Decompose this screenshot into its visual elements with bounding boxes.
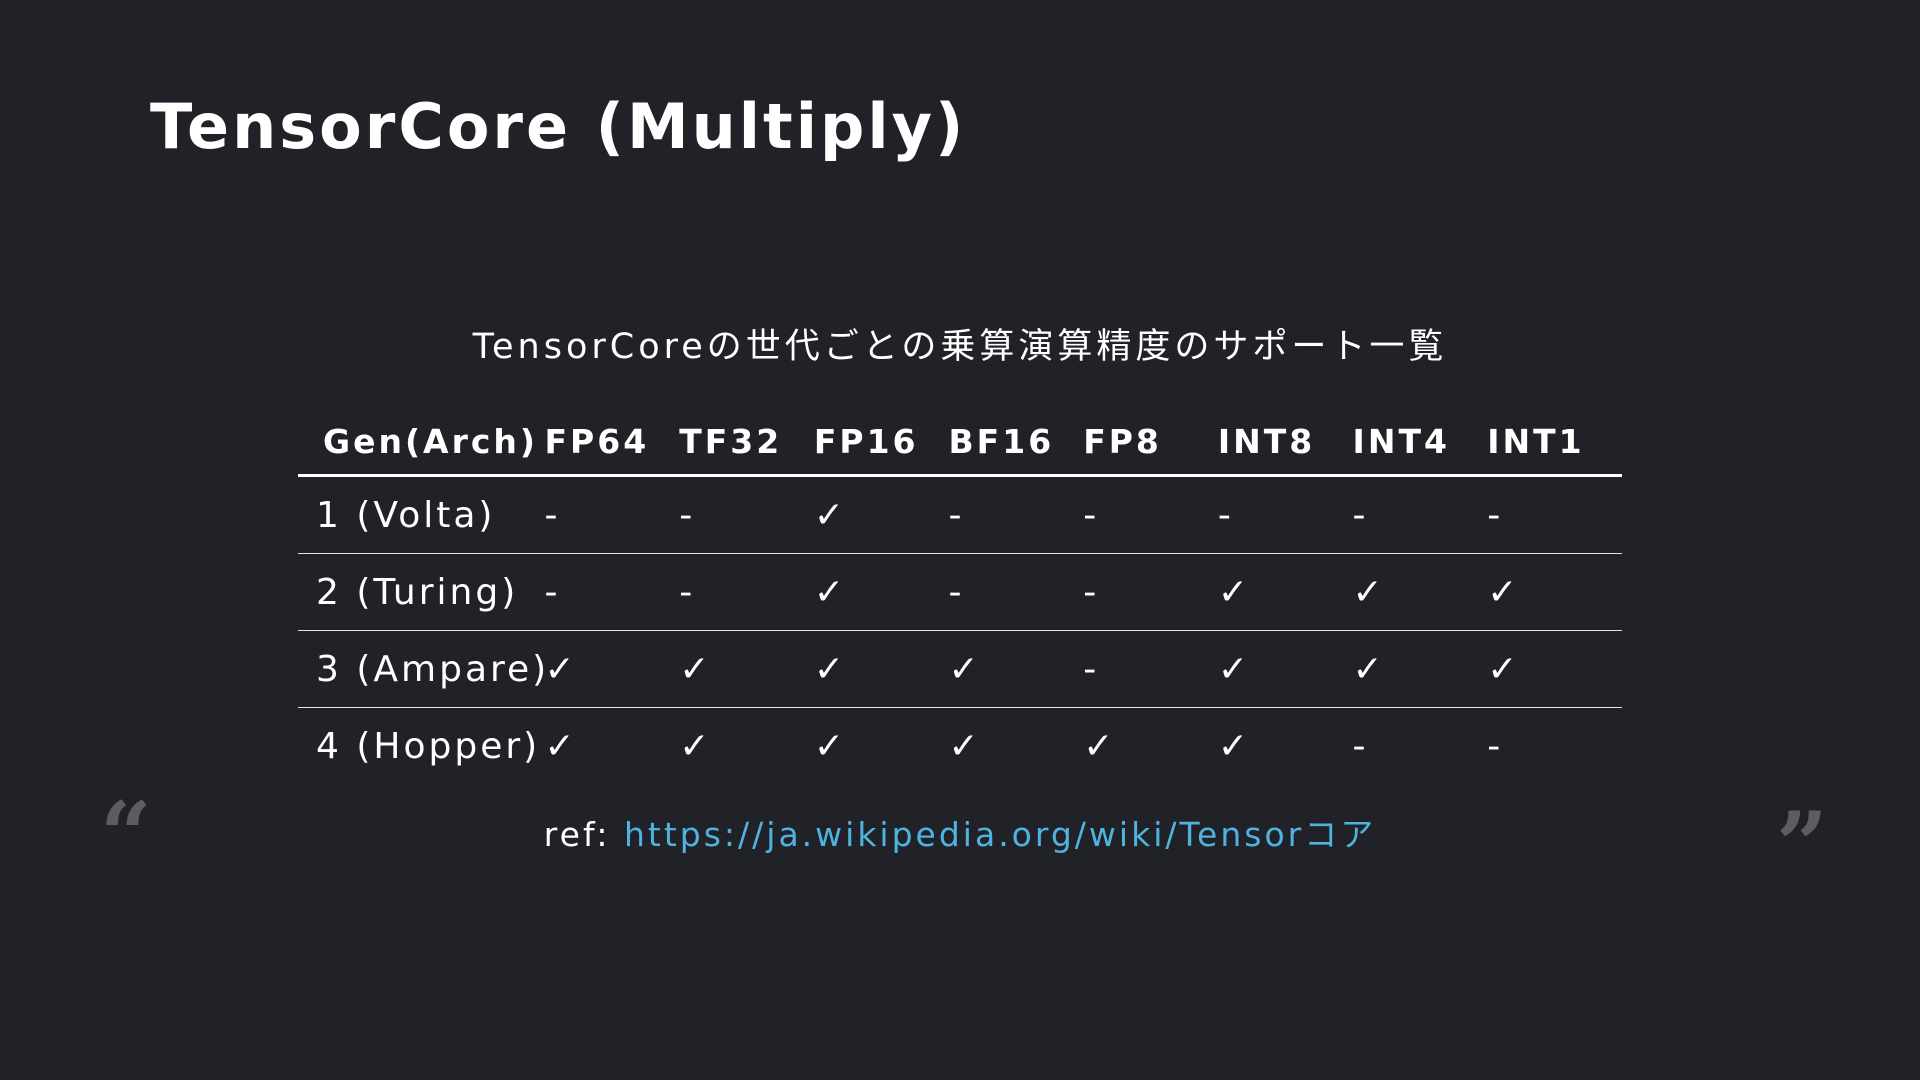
support-cell: ✓ (1352, 630, 1488, 708)
support-cell: ✓ (1487, 553, 1622, 631)
reference-link[interactable]: https://ja.wikipedia.org/wiki/Tensorコア (624, 815, 1377, 854)
header-fp8: FP8 (1083, 408, 1218, 477)
support-cell: - (679, 475, 814, 554)
row-label: 2 (Turing) (298, 553, 545, 631)
header-fp64: FP64 (544, 408, 680, 477)
support-cell: ✓ (1352, 553, 1488, 631)
support-cell: ✓ (813, 553, 949, 631)
support-cell: - (1217, 475, 1353, 554)
support-cell: - (948, 553, 1084, 631)
table-row: 3 (Ampare) ✓ ✓ ✓ ✓ - ✓ ✓ ✓ (298, 630, 1622, 708)
table-header-row: Gen(Arch) FP64 TF32 FP16 BF16 FP8 INT8 I… (298, 408, 1622, 477)
precision-support-table: Gen(Arch) FP64 TF32 FP16 BF16 FP8 INT8 I… (298, 408, 1622, 784)
support-cell: ✓ (679, 630, 814, 708)
support-cell: - (1487, 475, 1622, 554)
header-int4: INT4 (1352, 408, 1488, 477)
header-gen-arch: Gen(Arch) (298, 408, 545, 477)
support-cell: - (1083, 553, 1218, 631)
support-cell: ✓ (1217, 630, 1353, 708)
support-cell: ✓ (948, 725, 982, 767)
row-label: 3 (Ampare) (298, 630, 546, 708)
support-cell: ✓ (1217, 725, 1252, 767)
support-cell: - (1352, 475, 1488, 554)
support-cell: - (679, 553, 814, 631)
support-cell: - (544, 553, 680, 631)
support-cell: ✓ (1083, 725, 1117, 767)
header-tf32: TF32 (679, 408, 814, 477)
header-bf16: BF16 (948, 408, 1084, 477)
support-cell: ✓ (813, 725, 848, 767)
row-label: 4 (Hopper) (316, 725, 541, 767)
open-quote-icon: “ (100, 782, 152, 888)
header-int1: INT1 (1487, 408, 1622, 477)
table-caption: TensorCoreの世代ごとの乗算演算精度のサポート一覧 (472, 327, 1448, 367)
support-cell: - (544, 475, 680, 554)
support-cell: ✓ (813, 475, 949, 554)
support-cell: - (1083, 475, 1218, 554)
support-cell: - (1352, 725, 1369, 767)
table-row: 4 (Hopper) ✓ ✓ ✓ ✓ ✓ ✓ - - (298, 708, 1622, 785)
reference-prefix: ref: (543, 815, 624, 854)
row-label: 1 (Volta) (298, 475, 545, 554)
support-cell: ✓ (1217, 553, 1353, 631)
slide-title: TensorCore (Multiply) (150, 90, 967, 163)
reference-line: ref: https://ja.wikipedia.org/wiki/Tenso… (0, 808, 1920, 856)
close-quote-icon: ” (1776, 792, 1828, 898)
support-cell: - (1487, 725, 1504, 767)
support-cell: ✓ (544, 630, 680, 708)
support-cell: ✓ (544, 725, 578, 767)
support-cell: ✓ (813, 630, 949, 708)
header-int8: INT8 (1217, 408, 1353, 477)
support-cell: ✓ (948, 630, 1084, 708)
support-cell: ✓ (679, 725, 713, 767)
support-cell: ✓ (1487, 630, 1622, 708)
support-cell: - (1083, 630, 1218, 708)
header-fp16: FP16 (813, 408, 949, 477)
table-row: 1 (Volta) - - ✓ - - - - - (298, 475, 1622, 554)
table-row: 2 (Turing) - - ✓ - - ✓ ✓ ✓ (298, 553, 1622, 631)
support-cell: - (948, 475, 1084, 554)
